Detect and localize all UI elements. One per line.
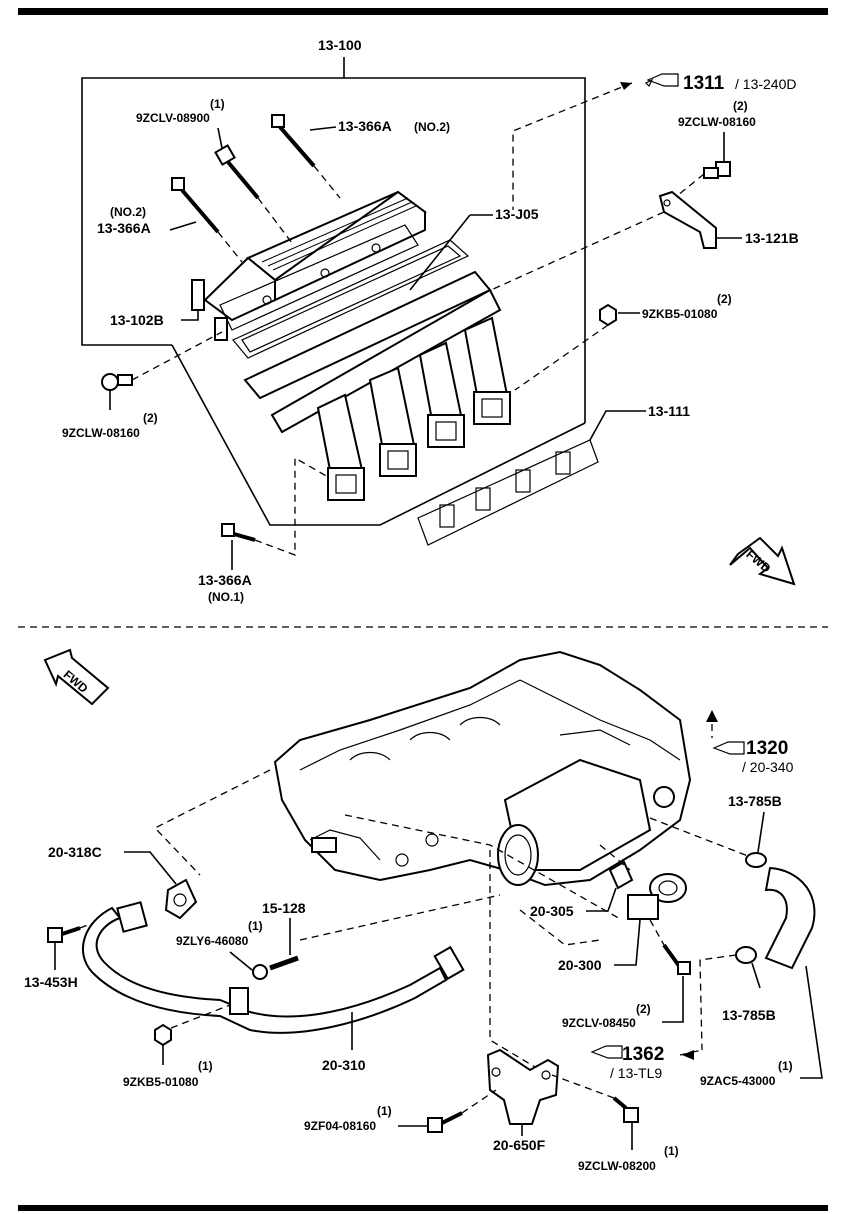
svg-text:(NO.2): (NO.2) [414, 120, 450, 134]
bolt-9zclw08160-right-label: 9ZCLW-08160 [678, 115, 756, 129]
svg-text:(NO.2): (NO.2) [110, 205, 146, 219]
bolt-9zf04 [427, 1111, 463, 1133]
stud-no2-right [271, 114, 316, 168]
svg-text:(2): (2) [636, 1002, 651, 1016]
radiator-hose [764, 866, 816, 970]
nut-9zkb5-top [599, 303, 617, 327]
bracket-121b-label: 13-121B [745, 230, 799, 246]
bolt-9zclv08450-label: 9ZCLV-08450 [562, 1016, 636, 1030]
svg-text:1311: 1311 [683, 73, 725, 94]
nut-9zkb5-top-label: 9ZKB5-01080 [642, 307, 718, 321]
gasket-318c-label: 20-318C [48, 844, 102, 860]
svg-text:(1): (1) [377, 1104, 392, 1118]
stud-no2-left-label: 13-366A [97, 220, 151, 236]
water-pipe-310-label: 20-310 [322, 1057, 366, 1073]
gasket-318c [164, 878, 198, 920]
bottom-section: FWD 1320 / 20-340 1 [24, 648, 823, 1173]
nut-9zkb5-bottom [154, 1023, 172, 1047]
svg-text:(2): (2) [143, 411, 158, 425]
hose-clamp-top [745, 852, 767, 868]
bolt-9zclv08900 [214, 144, 260, 200]
stud-15128 [252, 955, 299, 980]
svg-text:1320: 1320 [746, 738, 788, 759]
hose-clamp-top-label: 13-785B [728, 793, 782, 809]
fwd-arrow-bottom: FWD [43, 648, 110, 706]
svg-text:/ 13-TL9: / 13-TL9 [610, 1065, 662, 1081]
gasket-111 [417, 439, 599, 546]
gasket-305 [608, 860, 634, 890]
bolt-453h [47, 926, 81, 943]
stud-no1 [221, 523, 256, 542]
bracket-650f-label: 20-650F [493, 1137, 546, 1153]
fwd-arrow-top: FWD [729, 536, 796, 586]
intake-plenum [203, 190, 427, 341]
bolt-9zclv08900-label: 9ZCLV-08900 [136, 111, 210, 125]
stud-no1-label: 13-366A [198, 572, 252, 588]
svg-text:/ 13-240D: / 13-240D [735, 76, 796, 92]
svg-text:(1): (1) [198, 1059, 213, 1073]
assembly-label: 13-100 [318, 37, 362, 53]
bolt-9zclv08450 [662, 943, 691, 975]
pin-102b-label: 13-102B [110, 312, 164, 328]
bolt-9zclw08200 [612, 1096, 639, 1123]
hose-9zac5-label: 9ZAC5-43000 [700, 1074, 776, 1088]
gasket-j05-label: 13-J05 [495, 206, 539, 222]
gasket-111-label: 13-111 [648, 403, 690, 419]
pointing-hand-icon [590, 1045, 623, 1059]
pointing-hand-icon [712, 741, 745, 755]
svg-text:(2): (2) [717, 292, 732, 306]
valve-300-label: 20-300 [558, 957, 602, 973]
top-section: 13-100 1311 / 13-240D [62, 37, 799, 604]
hose-clamp-bottom [735, 946, 757, 964]
stud-15128-label: 15-128 [262, 900, 306, 916]
ref-1362[interactable]: 1362 / 13-TL9 [590, 1044, 664, 1081]
hose-clamp-bottom-label: 13-785B [722, 1007, 776, 1023]
svg-text:/ 20-340: / 20-340 [742, 759, 794, 775]
bolt-453h-label: 13-453H [24, 974, 78, 990]
svg-text:1362: 1362 [622, 1044, 664, 1065]
pointing-hand-icon [644, 73, 679, 88]
stud-no2-right-label: 13-366A [338, 118, 392, 134]
intake-manifold [243, 270, 511, 501]
bottom-border [18, 1205, 828, 1211]
nut-9zkb5-bottom-label: 9ZKB5-01080 [123, 1075, 199, 1089]
ref-1311[interactable]: 1311 / 13-240D [644, 73, 796, 94]
bracket-650f [486, 1048, 560, 1125]
top-border [18, 8, 828, 15]
bolt-9zclw08160-right [703, 161, 731, 179]
svg-text:(1): (1) [210, 97, 225, 111]
bolt-9zf04-label: 9ZF04-08160 [304, 1119, 376, 1133]
svg-text:(NO.1): (NO.1) [208, 590, 244, 604]
ref-1320[interactable]: 1320 / 20-340 [712, 738, 794, 775]
svg-text:(1): (1) [248, 919, 263, 933]
bolt-9zclw08200-label: 9ZCLW-08200 [578, 1159, 656, 1173]
washer-label: 9ZLY6-46080 [176, 934, 249, 948]
bracket-121b [658, 190, 717, 249]
svg-text:(1): (1) [664, 1144, 679, 1158]
stud-no2-left [171, 177, 220, 234]
gasket-j05 [232, 239, 470, 359]
pin-102b [191, 279, 205, 311]
svg-text:(1): (1) [778, 1059, 793, 1073]
bolt-9zclw08160-left-label: 9ZCLW-08160 [62, 426, 140, 440]
gasket-305-label: 20-305 [530, 903, 574, 919]
bolt-9zclw08160-left [101, 373, 133, 391]
valve-300 [627, 873, 687, 920]
svg-text:(2): (2) [733, 99, 748, 113]
engine-block [273, 650, 692, 887]
water-pipe-310 [82, 901, 465, 1034]
